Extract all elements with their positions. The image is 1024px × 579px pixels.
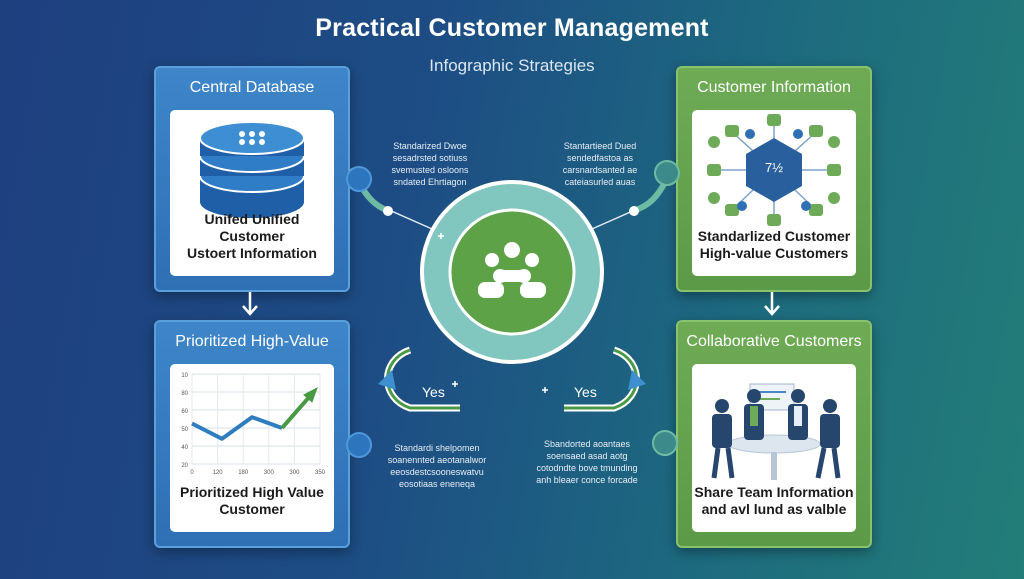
location-icon <box>654 160 680 186</box>
card-heading: Customer Information <box>697 79 851 96</box>
card-collaborative-customers: Collaborative Customers Share Team Infor… <box>676 320 872 548</box>
chart-x-tick: 300 <box>264 470 275 476</box>
chart-x-tick: 300 <box>289 470 300 476</box>
team-meeting-illustration <box>711 383 841 480</box>
device-icon <box>346 166 372 192</box>
card-body: Unifed Unified Customer Ustoert Informat… <box>170 110 334 276</box>
database-icon <box>199 121 305 218</box>
chart-y-tick: 10 <box>181 373 188 379</box>
card-heading: Central Database <box>189 79 315 96</box>
chart-x-tick: 180 <box>238 470 249 476</box>
card-heading: Prioritized High-Value <box>175 333 329 350</box>
card-body: 7½ Standarlized Customer High-value Cust… <box>692 110 856 276</box>
chart-x-tick: 0 <box>190 470 194 476</box>
page-subtitle: Infographic Strategies <box>429 56 595 75</box>
card-caption: Share Team Information and avl lund as v… <box>694 484 854 517</box>
device-icon <box>346 432 372 458</box>
arrow-down-icon <box>242 292 258 316</box>
yes-label-right: Yes <box>574 384 597 400</box>
chart-arrow-head <box>303 387 318 403</box>
card-caption: Standarlized Customer High-value Custome… <box>697 228 851 261</box>
chart-x-tick: 120 <box>213 470 224 476</box>
chart-x-tick: 350 <box>315 470 326 476</box>
card-caption: Unifed Unified Customer Ustoert Informat… <box>187 211 317 261</box>
line-chart: 10 80 60 50 40 200 120 180 300 300 350 <box>181 373 326 476</box>
card-central-database: Central Database Unifed Unified Customer… <box>154 66 350 292</box>
chart-trend-arrow <box>280 392 314 430</box>
yes-label-left: Yes <box>422 384 445 400</box>
chart-y-tick: 20 <box>181 463 188 469</box>
connector-text-top-left: Standarized Dwoe sesadrsted sotiuss svem… <box>391 141 469 187</box>
chart-y-tick: 60 <box>181 409 188 415</box>
chart-y-tick: 80 <box>181 391 188 397</box>
page-title: Practical Customer Management <box>315 14 709 42</box>
chart-series-line <box>191 415 283 441</box>
location-icon <box>652 430 678 456</box>
card-heading: Collaborative Customers <box>686 333 862 350</box>
chart-y-tick: 40 <box>181 445 188 451</box>
connector-text-bottom-left: Standardi shelpomen soanennted aeotanalw… <box>387 443 487 489</box>
network-badge: 7½ <box>764 160 784 175</box>
network-icon <box>707 114 841 226</box>
card-caption: Prioritized High Value Customer <box>180 484 324 517</box>
arrow-down-icon <box>764 292 780 316</box>
card-customer-information: Customer Information 7½ <box>676 66 872 292</box>
connector-text-top-right: Stantartieed Dued sendedfastoa as carsna… <box>562 141 638 187</box>
chart-y-tick: 50 <box>181 427 188 433</box>
connector-text-bottom-right: Sbandorted aoantaes soensaed asad aotg c… <box>536 439 638 485</box>
card-body: Share Team Information and avl lund as v… <box>692 364 856 532</box>
